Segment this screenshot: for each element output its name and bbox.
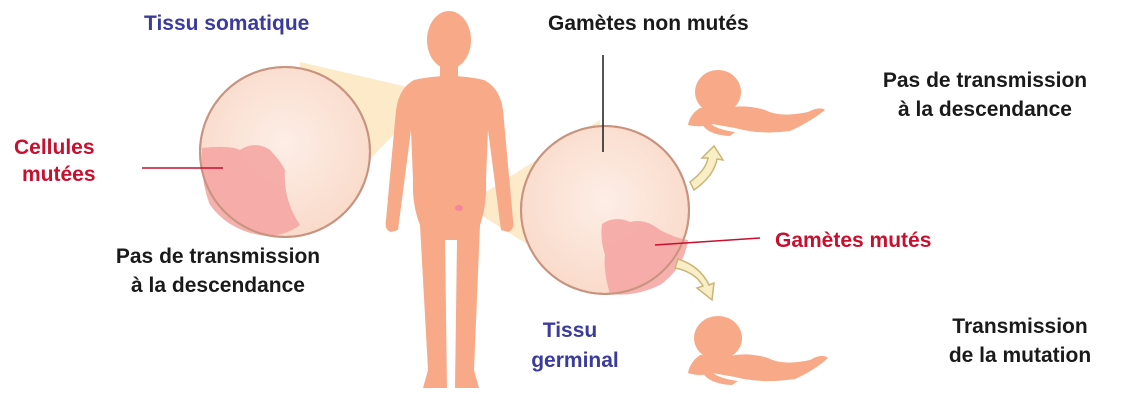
label-tissu-germinal-line2: germinal <box>520 348 630 373</box>
label-pas-transmission-left-line1: Pas de transmission <box>88 244 348 269</box>
label-gametes-mutes: Gamètes mutés <box>775 228 931 253</box>
label-pas-transmission-right-line2: à la descendance <box>865 97 1105 122</box>
baby-figure-bottom <box>688 316 828 385</box>
label-pas-transmission-right-line1: Pas de transmission <box>865 68 1105 93</box>
label-pas-transmission-left-line2: à la descendance <box>88 273 348 298</box>
curved-arrow-up <box>690 146 723 190</box>
magnifier-circle-germinal <box>521 126 689 295</box>
label-transmission-line1: Transmission <box>920 314 1120 339</box>
curved-arrow-down <box>675 259 714 300</box>
baby-figure-top <box>688 70 825 136</box>
label-tissu-somatique: Tissu somatique <box>144 11 309 36</box>
label-tissu-germinal-line1: Tissu <box>520 318 620 343</box>
label-cellules-mutees-line1: Cellules <box>14 135 95 160</box>
label-cellules-mutees-line2: mutées <box>22 162 96 187</box>
label-gametes-non-mutes: Gamètes non mutés <box>548 11 749 36</box>
magnifier-circle-somatic <box>200 67 370 237</box>
label-transmission-line2: de la mutation <box>920 343 1120 368</box>
